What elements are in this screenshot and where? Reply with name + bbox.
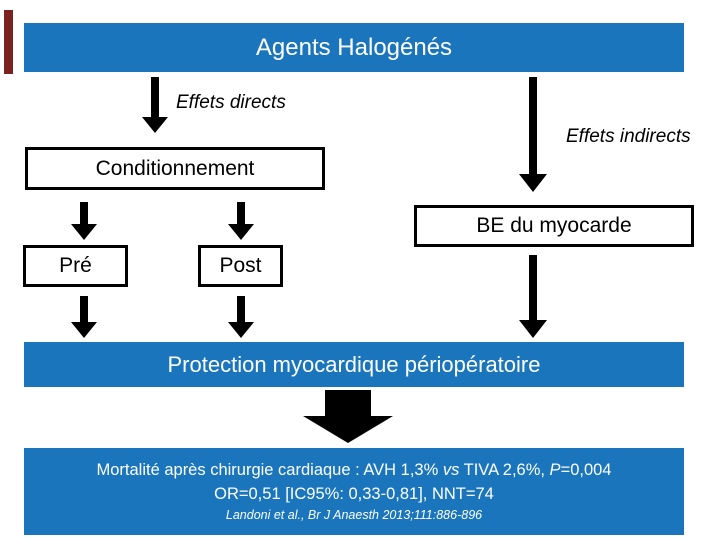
title-bar: Agents Halogénés: [24, 23, 684, 72]
red-accent-mark: [4, 10, 13, 74]
arrow-shaft: [529, 77, 537, 174]
be-myocarde-box: BE du myocarde: [414, 205, 694, 247]
citation: Landoni et al., Br J Anaesth 2013;111:88…: [225, 508, 483, 523]
arrow-shaft: [80, 296, 88, 322]
arrow-shaft: [529, 255, 537, 320]
conditionnement-to-pre-arrow-down-icon: [71, 202, 97, 240]
pre-to-protection-arrow-down-icon: [71, 296, 97, 338]
pre-label: Pré: [59, 254, 92, 277]
arrow-head: [228, 224, 254, 240]
result-line1-text: Mortalité après chirurgie cardiaque : AV…: [96, 460, 443, 479]
conditionnement-to-post-arrow-down-icon: [228, 202, 254, 240]
arrow-head: [71, 224, 97, 240]
block-arrow-head: [303, 416, 393, 443]
arrow-head: [228, 322, 254, 338]
arrow-shaft: [237, 202, 245, 224]
arrow-shaft: [80, 202, 88, 224]
effets-indirects-label: Effets indirects: [566, 126, 691, 147]
be-myocarde-label: BE du myocarde: [476, 214, 632, 237]
result-line1-p: P: [549, 460, 561, 479]
arrow-head: [519, 174, 547, 192]
arrow-shaft: [151, 77, 159, 117]
indirect-effects-arrow-down-icon: [519, 77, 547, 192]
post-to-protection-arrow-down-icon: [228, 296, 254, 338]
protection-label: Protection myocardique périopératoire: [167, 351, 541, 377]
arrow-head: [519, 320, 547, 338]
result-block-arrow-down-icon: [303, 390, 393, 443]
arrow-head: [71, 322, 97, 338]
arrow-shaft: [237, 296, 245, 322]
result-line-2: OR=0,51 [IC95%: 0,33-0,81], NNT=74: [214, 485, 494, 504]
result-line1-text3: =0,004: [560, 460, 612, 479]
pre-box: Pré: [23, 245, 128, 287]
result-box: Mortalité après chirurgie cardiaque : AV…: [24, 448, 684, 535]
block-arrow-shaft: [325, 390, 371, 416]
result-line1-text2: TIVA 2,6%,: [459, 460, 550, 479]
protection-bar: Protection myocardique périopératoire: [24, 342, 684, 387]
slide-title: Agents Halogénés: [255, 33, 453, 61]
result-line1-vs: vs: [442, 460, 460, 479]
effets-directs-label: Effets directs: [176, 92, 286, 113]
conditionnement-box: Conditionnement: [25, 147, 325, 190]
direct-effects-arrow-down-icon: [142, 77, 168, 133]
be-to-protection-arrow-down-icon: [519, 255, 547, 338]
post-box: Post: [198, 245, 283, 287]
conditionnement-label: Conditionnement: [95, 156, 255, 180]
arrow-head: [142, 117, 168, 133]
result-line-1: Mortalité après chirurgie cardiaque : AV…: [96, 459, 611, 481]
post-label: Post: [219, 254, 262, 277]
